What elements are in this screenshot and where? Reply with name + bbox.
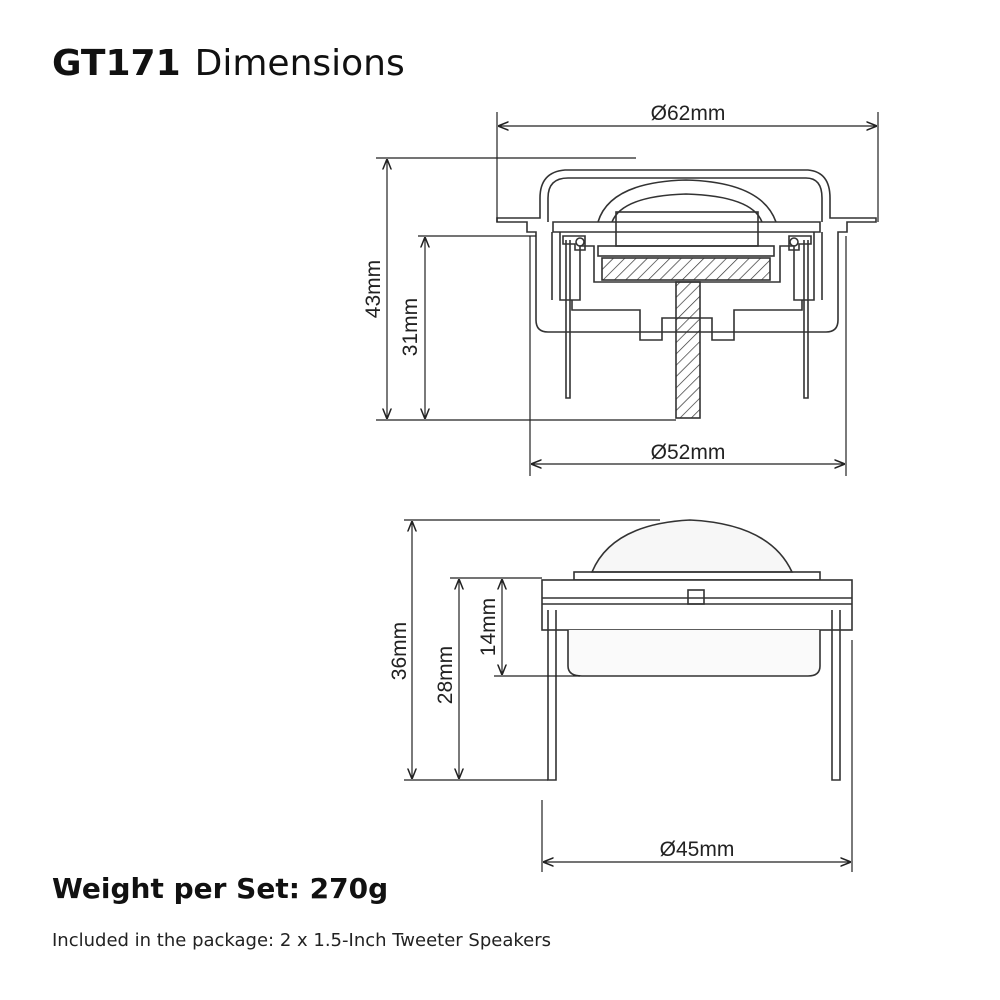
housing-outline xyxy=(496,169,877,333)
right-pin xyxy=(803,240,809,399)
weight-text: Weight per Set: 270g xyxy=(52,872,389,905)
model-name: GT171 xyxy=(52,43,181,84)
side-cup xyxy=(567,630,821,677)
side-view-dimensions xyxy=(404,519,853,872)
label-pin-height: 28mm xyxy=(434,646,457,704)
page-title: GT171 Dimensions xyxy=(52,42,405,86)
title-word: Dimensions xyxy=(194,43,405,84)
label-mount-height: 31mm xyxy=(399,298,422,356)
side-flange xyxy=(541,579,853,631)
dome-outline xyxy=(597,179,777,223)
package-text: Included in the package: 2 x 1.5-Inch Tw… xyxy=(52,930,551,951)
label-side-diameter: Ø45mm xyxy=(660,838,735,861)
top-view-dimensions xyxy=(376,112,879,476)
label-body-height: 14mm xyxy=(477,598,500,656)
stem xyxy=(675,281,701,419)
top-view-drawing xyxy=(496,169,877,419)
left-pin xyxy=(565,240,571,399)
side-right-pin xyxy=(831,610,841,781)
label-side-height: 36mm xyxy=(388,622,411,680)
side-dome xyxy=(590,519,794,573)
label-total-height-top: 43mm xyxy=(362,260,385,318)
label-outer-diameter: Ø62mm xyxy=(651,102,726,125)
side-left-pin xyxy=(547,610,557,781)
magnet-hatch xyxy=(601,257,771,281)
label-cutout-diameter: Ø52mm xyxy=(651,441,726,464)
side-view-drawing xyxy=(541,519,853,781)
